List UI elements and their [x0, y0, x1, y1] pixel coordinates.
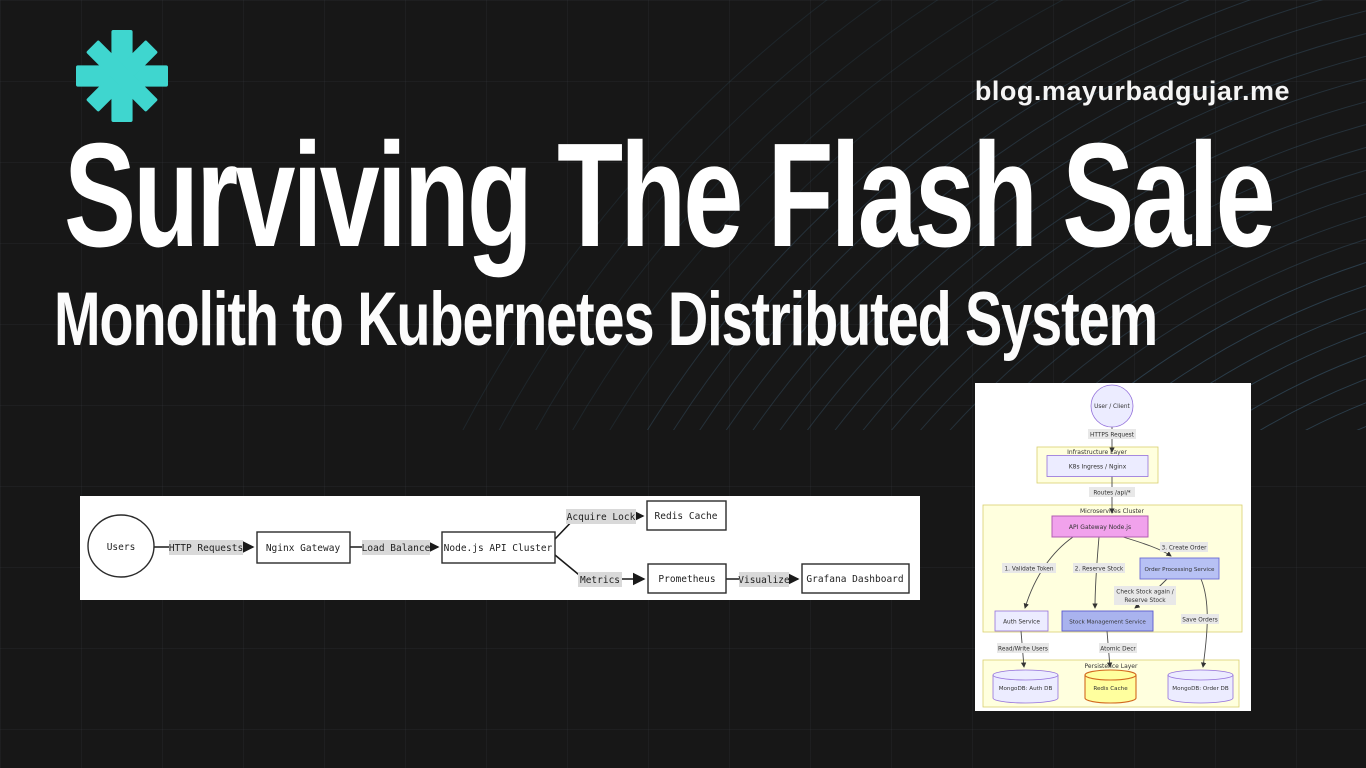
redis-node-label: Redis Cache [655, 511, 718, 522]
redis-cache-node: Redis Cache [1084, 669, 1137, 704]
infrastructure-container-label: Infrastructure Layer [1067, 449, 1127, 456]
label-bg [362, 540, 430, 555]
nginx-gateway-node [256, 531, 351, 564]
nginx-node-label: Nginx Gateway [266, 543, 341, 554]
label-bg [1089, 487, 1135, 497]
redis-cache-label: Redis Cache [1093, 686, 1128, 692]
label-bg [997, 643, 1049, 653]
edge-label-reserve-stock: 2. Reserve Stock [1075, 567, 1124, 573]
prometheus-node [647, 563, 727, 594]
stock-service-node [1061, 610, 1154, 632]
edge-label-routes: Routes /api/* [1093, 491, 1130, 497]
auth-service-node [994, 610, 1049, 632]
persistence-container-label: Persistence Layer [1085, 663, 1138, 670]
mongo-order-db-node: MongoDB: Order DB [1167, 669, 1234, 704]
edge-label-metrics: Metrics [580, 575, 620, 586]
users-node-label: Users [107, 542, 136, 553]
label-bg [1099, 643, 1137, 653]
edge-label-validate-token: 1. Validate Token [1004, 567, 1053, 573]
user-client-label: User / Client [1094, 404, 1130, 410]
edge-label-load-balance: Load Balance [362, 543, 431, 554]
order-service-label: Order Processing Service [1145, 567, 1216, 573]
edge-label-save-orders: Save Orders [1182, 618, 1218, 624]
edge-label-atomic-decr: Atomic Decr [1100, 647, 1136, 653]
label-bg [1181, 614, 1219, 624]
edge-label-create-order: 3. Create Order [1162, 546, 1208, 552]
k8s-diagram-panel: Infrastructure Layer Microservices Clust… [975, 383, 1251, 711]
edge-label-check-stock-1: Check Stock again / [1116, 590, 1173, 596]
edge-label-https-request: HTTPS Request [1090, 433, 1135, 439]
label-bg [578, 572, 622, 587]
api-gateway-label: API Gateway Node.js [1069, 524, 1131, 531]
grafana-node [801, 563, 910, 594]
api-cluster-node-label: Node.js API Cluster [444, 543, 553, 554]
grafana-node-label: Grafana Dashboard [806, 574, 903, 585]
mongo-order-db-label: MongoDB: Order DB [1172, 686, 1229, 692]
label-bg [1088, 429, 1136, 439]
auth-service-label: Auth Service [1003, 620, 1040, 626]
edge-label-check-stock-2: Reserve Stock [1124, 598, 1166, 604]
edge-gateway-order [1122, 536, 1172, 557]
user-client-node [1090, 384, 1134, 428]
label-bg [566, 509, 636, 524]
label-bg [1002, 563, 1056, 573]
asterisk-logo-icon [76, 30, 168, 122]
redis-cache-node [646, 500, 727, 531]
label-bg [739, 572, 789, 587]
label-bg [1114, 586, 1176, 605]
site-url: blog.mayurbadgujar.me [974, 76, 1290, 106]
api-cluster-node [441, 531, 556, 564]
flow-diagram-panel: HTTP Requests Load Balance Acquire Lock … [80, 496, 920, 600]
mongo-auth-db-node: MongoDB: Auth DB [992, 669, 1059, 704]
ingress-node [1046, 455, 1149, 477]
label-bg [1160, 542, 1208, 552]
order-service-node [1139, 557, 1220, 580]
api-gateway-node [1051, 515, 1149, 538]
edge-label-visualize: Visualize [738, 575, 790, 586]
label-bg [1073, 563, 1125, 573]
prometheus-node-label: Prometheus [658, 574, 715, 585]
label-bg [169, 540, 243, 555]
page-subtitle: Monolith to Kubernetes Distributed Syste… [54, 277, 1158, 362]
edge-label-acquire-lock: Acquire Lock [567, 512, 636, 523]
edge-label-http-requests: HTTP Requests [169, 543, 243, 554]
users-node [87, 514, 155, 578]
page-title: Surviving The Flash Sale [64, 113, 1276, 278]
ingress-label: K8s Ingress / Nginx [1069, 464, 1127, 471]
edge-label-read-write-users: Read/Write Users [998, 647, 1048, 653]
stock-service-label: Stock Management Service [1069, 620, 1146, 626]
mongo-auth-db-label: MongoDB: Auth DB [999, 686, 1053, 692]
